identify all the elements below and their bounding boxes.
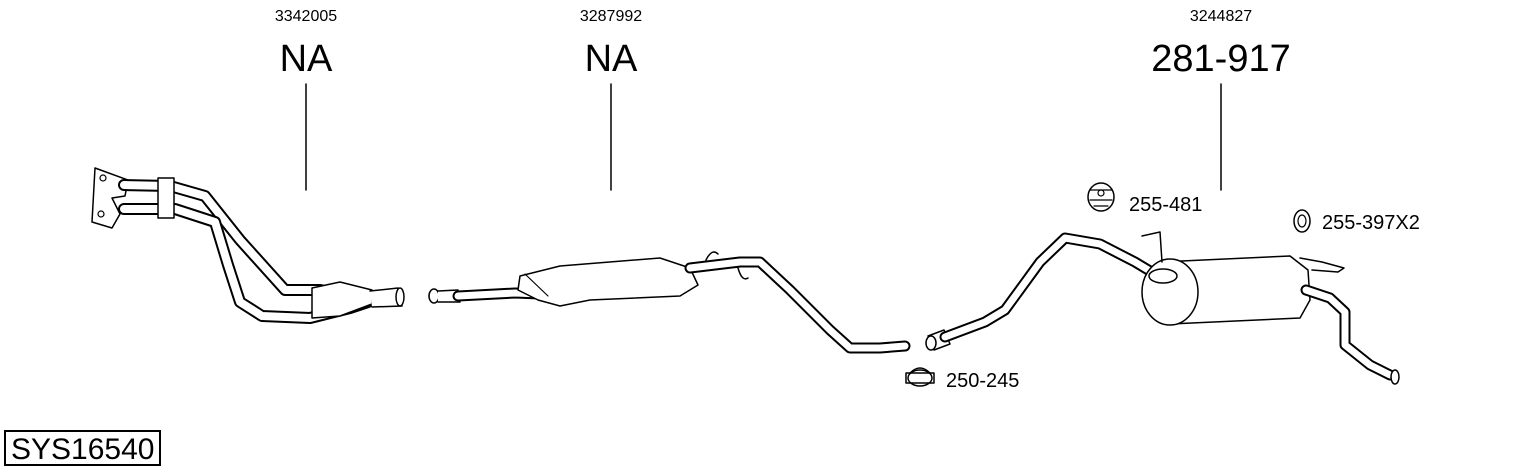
rubber-hanger-icon [1087, 182, 1115, 212]
front-pipe [91, 167, 405, 324]
center-silencer [428, 251, 911, 354]
part-3-ref: 281-917 [1151, 38, 1291, 80]
rubber-ring-icon [1293, 209, 1311, 233]
part-1-oe-number: 3342005 [274, 8, 338, 25]
part-3-oe-number: 3244827 [1189, 8, 1253, 25]
clamp-icon [905, 367, 935, 387]
system-code-label: SYS16540 [4, 430, 162, 466]
accessory-ring-ref: 255-397X2 [1322, 212, 1420, 234]
part-2-oe-number: 3287992 [579, 8, 643, 25]
part-2-ref: NA [584, 38, 638, 80]
part-1-ref: NA [279, 38, 333, 80]
rear-silencer [925, 231, 1400, 385]
accessory-hanger-ref: 255-481 [1129, 194, 1203, 216]
accessory-clamp-ref: 250-245 [946, 370, 1020, 392]
